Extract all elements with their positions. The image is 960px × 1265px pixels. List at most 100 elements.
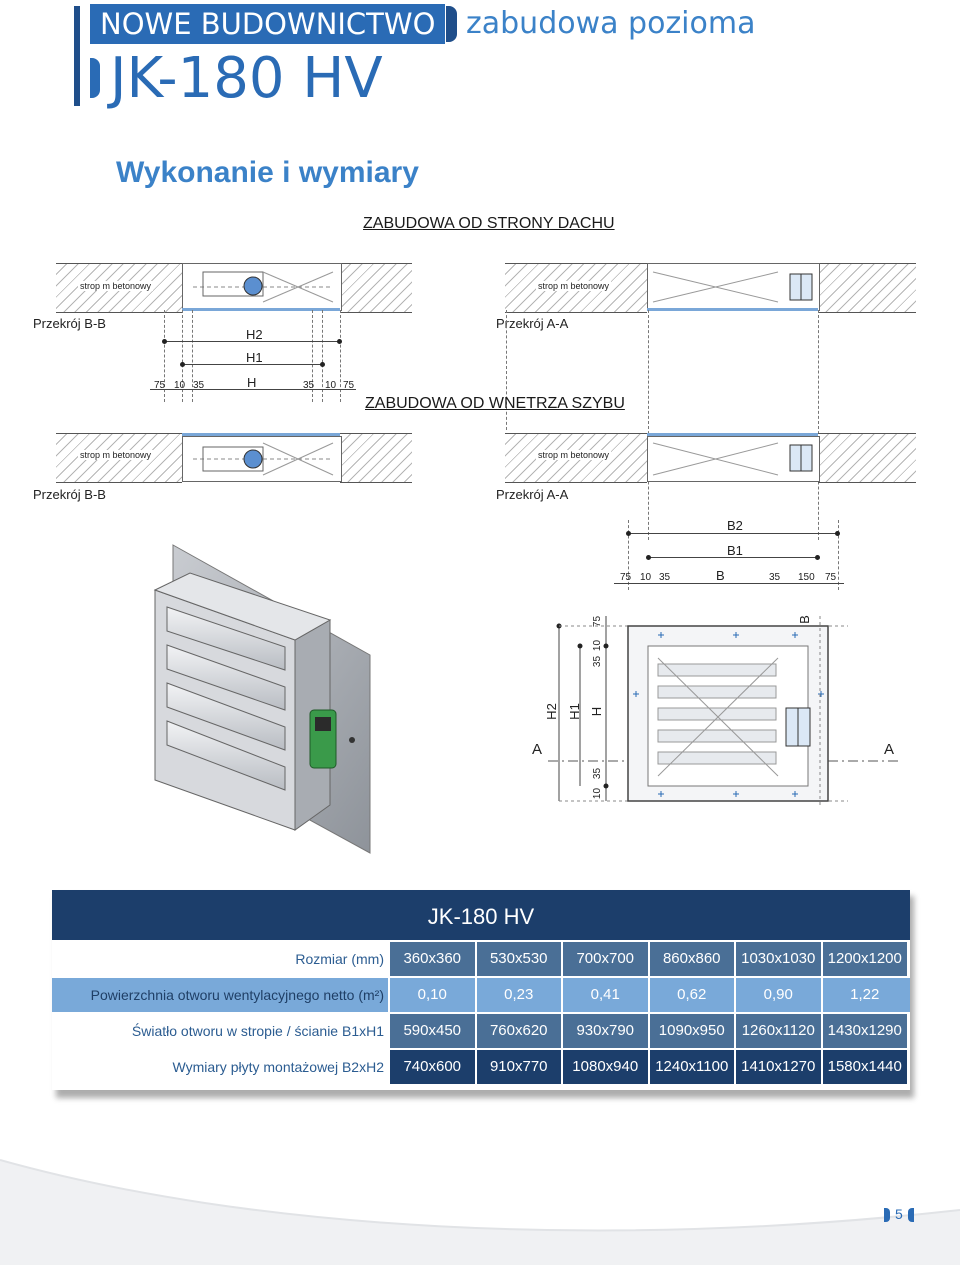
dim-dot: [320, 362, 325, 367]
section-label-bb: Przekrój B-B: [33, 316, 106, 331]
dim-h1: H1: [246, 350, 263, 365]
dim-10: 10: [640, 572, 652, 583]
dim-10: 10: [174, 380, 186, 391]
table-title: JK-180 HV: [52, 890, 910, 940]
table-cell: 1200x1200: [820, 942, 907, 976]
table-cell: 1580x1440: [820, 1050, 907, 1084]
dim-guide: [322, 310, 323, 402]
dim-guide: [818, 310, 819, 540]
header-pill-decoration: [446, 6, 457, 42]
slab-label: strop m betonowy: [78, 281, 154, 291]
table-cell: 860x860: [647, 942, 734, 976]
footer-swoosh: [0, 1159, 960, 1265]
dim-front-10: 10: [592, 639, 604, 652]
dim-dot: [337, 339, 342, 344]
caption-shaft-installation: ZABUDOWA OD WNETRZA SZYBU: [365, 395, 625, 412]
dim-front-35: 35: [592, 655, 604, 668]
slab-label: strop m betonowy: [78, 450, 154, 460]
dim-line-b1: [648, 557, 818, 558]
dim-dot: [162, 339, 167, 344]
dim-dot: [626, 531, 631, 536]
dim-front-75: 75: [592, 615, 604, 628]
table-cell: 1030x1030: [734, 942, 821, 976]
table-cell: 530x530: [474, 942, 561, 976]
section-mark-a-left: A: [532, 741, 543, 758]
product-title: JK-180 HV: [110, 46, 383, 111]
row-label: Wymiary płyty montażowej B2xH2: [172, 1059, 385, 1075]
damper-section-box: [182, 263, 342, 311]
dim-b: B: [716, 568, 725, 583]
header-subtitle: zabudowa pozioma: [466, 6, 756, 41]
row-label: Światło otworu w stropie / ścianie B1xH1: [131, 1023, 384, 1039]
dim-35: 35: [659, 572, 671, 583]
dim-front-10: 10: [592, 787, 604, 800]
table-cell: 360x360: [388, 942, 475, 976]
table-cell: 910x770: [474, 1050, 561, 1084]
dim-dot: [646, 555, 651, 560]
table-row: Rozmiar (mm) 360x360 530x530 700x700 860…: [52, 942, 910, 976]
damper-3d-illustration: [153, 544, 371, 854]
dim-dot: [815, 555, 820, 560]
table-cell: 1090x950: [647, 1014, 734, 1048]
dim-10: 10: [325, 380, 337, 391]
dim-150: 150: [798, 572, 815, 583]
dim-line-b2: [628, 533, 838, 534]
table-cell: 740x600: [388, 1050, 475, 1084]
dim-front-h: H: [589, 706, 605, 717]
table-cell: 930x790: [561, 1014, 648, 1048]
table-cell: 1410x1270: [734, 1050, 821, 1084]
table-cell: 0,41: [561, 978, 648, 1012]
row-label: Rozmiar (mm): [295, 951, 384, 967]
section-mark-a-right: A: [884, 741, 895, 758]
section-label-aa: Przekrój A-A: [496, 487, 569, 502]
dim-guide: [838, 520, 839, 590]
dim-guide: [182, 310, 183, 402]
dim-guide: [340, 310, 341, 402]
dim-h2: H2: [246, 327, 263, 342]
page-number: 5: [895, 1206, 903, 1222]
dim-guide: [628, 520, 629, 590]
header-accent-bar: [74, 6, 80, 106]
dim-line-h1: [182, 364, 322, 365]
blade-drawing: [652, 271, 813, 303]
dim-guide: [192, 310, 193, 402]
table-cell: 0,23: [474, 978, 562, 1012]
table-cell: 1,22: [820, 978, 908, 1012]
dim-guide: [312, 310, 313, 402]
dim-35: 35: [193, 380, 205, 391]
slab-label: strop m betonowy: [536, 450, 612, 460]
section-title: Wykonanie i wymiary: [116, 156, 419, 189]
dim-75: 75: [343, 380, 355, 391]
concrete-slab: [818, 263, 916, 313]
dim-line-h2: [164, 341, 340, 342]
concrete-slab: [818, 433, 916, 483]
plate-edge: [182, 433, 340, 436]
title-pill-decoration: [90, 58, 100, 98]
page-number-decoration: [908, 1208, 914, 1222]
section-label-bb: Przekrój B-B: [33, 487, 106, 502]
dim-75: 75: [825, 572, 837, 583]
dim-front-35: 35: [592, 767, 604, 780]
concrete-slab: [340, 263, 412, 313]
table-row: Wymiary płyty montażowej B2xH2 740x600 9…: [52, 1050, 910, 1084]
dim-guide: [164, 310, 165, 402]
dim-75: 75: [154, 380, 166, 391]
plate-edge: [647, 308, 818, 311]
dimensions-table: JK-180 HV Rozmiar (mm) 360x360 530x530 7…: [52, 890, 914, 1100]
dim-dot: [180, 362, 185, 367]
damper-section-box: [182, 436, 342, 482]
damper-section-box: [647, 263, 820, 311]
table-cell: 0,10: [388, 978, 475, 1012]
dim-guide: [506, 310, 507, 430]
dim-b2: B2: [727, 518, 743, 533]
plate-edge: [182, 308, 340, 311]
table-cell: 590x450: [388, 1014, 475, 1048]
concrete-slab: [340, 433, 412, 483]
table-cell: 1080x940: [561, 1050, 648, 1084]
dim-dot: [835, 531, 840, 536]
table-cell: 0,90: [734, 978, 821, 1012]
section-mark-b: B: [796, 615, 812, 624]
blade-drawing: [652, 442, 813, 476]
table-cell: 1260x1120: [734, 1014, 821, 1048]
dim-35: 35: [769, 572, 781, 583]
